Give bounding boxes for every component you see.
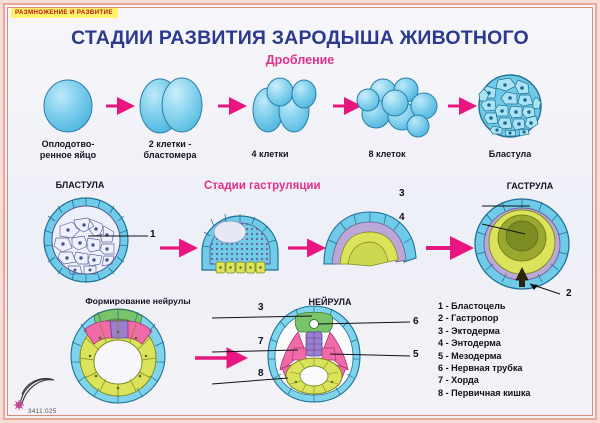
callout-gastropore: 2 [566, 288, 572, 299]
callout-blastocoel: 1 [150, 229, 156, 240]
page-title: СТАДИИ РАЗВИТИЯ ЗАРОДЫША ЖИВОТНОГО [71, 27, 529, 49]
forming-neurula-section [70, 308, 166, 404]
cleavage-label-0-line1: Оплодотво- [41, 139, 95, 149]
legend-item: 4 - Энтодерма [438, 338, 501, 349]
cleavage-label-0-line2: ренное яйцо [39, 150, 97, 160]
cleavage-label-2: 4 клетки [251, 149, 289, 159]
cleavage-label-0: Оплодотво- ренное яйцо [8, 139, 128, 161]
catalog-code: 3411.025 [28, 408, 57, 415]
cleavage-label-3: 8 клеток [368, 149, 406, 159]
legend-item: 1 - Бластоцель [438, 301, 506, 311]
cleavage-label-1-line1: 2 клетки - [148, 139, 192, 149]
callout-neural-tube: 6 [413, 316, 419, 327]
legend-item: 6 - Нервная трубка [438, 363, 523, 374]
legend-item: 7 - Хорда [438, 375, 479, 386]
cleavage-figures [43, 74, 542, 138]
gastrulation-figures [43, 197, 570, 295]
blastula-heading: БЛАСТУЛА [55, 180, 105, 190]
callout-endoderm-gastrula: 4 [399, 212, 405, 223]
legend-list: 1 - Бластоцель 2 - Гастропор 3 - Эктодер… [438, 300, 530, 399]
neurulation-figures [70, 305, 411, 404]
callout-mesoderm: 5 [413, 349, 419, 360]
blastula-section [43, 197, 148, 283]
cleavage-label-1-line2: бластомера [143, 150, 197, 160]
callout-neurula-ectoderm: 3 [258, 302, 264, 313]
callout-neurula-gut: 8 [258, 368, 264, 379]
early-gastrula-section [201, 213, 279, 274]
cleavage-label-1: 2 клетки - бластомера [110, 139, 230, 161]
legend-item: 3 - Эктодерма [438, 325, 500, 336]
neurula-heading: НЕЙРУЛА [308, 297, 352, 307]
gastrula-section [474, 198, 570, 295]
callout-neurula-notochord: 7 [258, 336, 264, 347]
mid-gastrula-section [323, 211, 417, 267]
cleavage-label-4: Бластула [488, 149, 532, 159]
legend-item: 2 - Гастропор [438, 313, 499, 324]
cleavage-heading: Дробление [265, 53, 335, 67]
callout-ectoderm-gastrula: 3 [399, 188, 405, 199]
neurula-forming-heading: Формирование нейрулы [85, 296, 191, 306]
gastrula-heading: ГАСТРУЛА [506, 181, 554, 191]
legend-item: 8 - Первичная кишка [438, 387, 531, 398]
neurula-section [211, 305, 411, 403]
sperm-icon [14, 377, 55, 410]
legend-item: 5 - Мезодерма [438, 350, 502, 361]
section-badge: РАЗМНОЖЕНИЕ И РАЗВИТИЕ [11, 8, 118, 19]
gastrulation-heading: Стадии гаструляции [204, 180, 321, 192]
